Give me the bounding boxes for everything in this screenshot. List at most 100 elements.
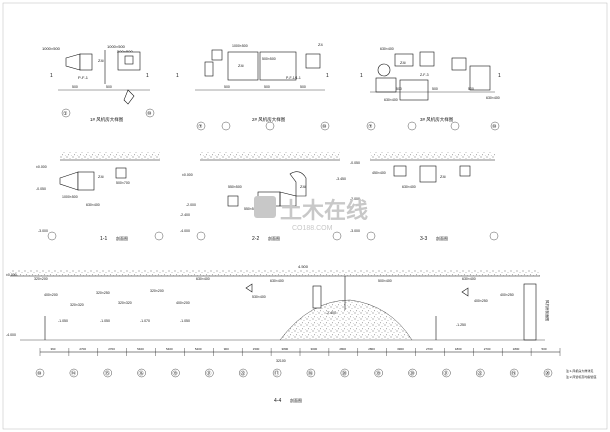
plan-3-label-1: 630×400 xyxy=(380,47,394,51)
long-level-4: -1.050 xyxy=(100,319,110,323)
long-level-5: -1.070 xyxy=(140,319,150,323)
axis-bubble xyxy=(306,368,316,378)
plan-3-dim-3: 500 xyxy=(468,87,474,91)
plan-1-axis-bubble-l: ① xyxy=(63,111,68,117)
note-2: 注:2.风管标高均指管底 xyxy=(566,374,596,379)
plan-2-dim-1: 500 xyxy=(224,85,230,89)
axis-bubble-label: ㉒ xyxy=(240,370,245,377)
axis-bubble-label: ⑩ xyxy=(37,371,42,377)
section-2-level-4: -4.000 xyxy=(180,229,190,233)
plan-3-dim-2: 500 xyxy=(432,87,438,91)
section-1-label-3: 500×700 xyxy=(116,181,130,185)
axis-bubble xyxy=(238,368,248,378)
plan-1-axis-bubble-r: ⑩ xyxy=(147,111,152,117)
plan-2: 1000×500 500×500 P-F-1/1-1 Z4i Z4 500 50… xyxy=(176,42,330,131)
section-1-label-1: 1000×500 xyxy=(62,195,78,199)
dimension-value: 2700 xyxy=(108,347,115,351)
plan-3-label-2: 630×400 xyxy=(384,98,398,102)
plan-1-fan-type: Z4i xyxy=(98,58,104,63)
axis-bubble-label: ⑲ xyxy=(511,370,516,377)
long-side-note: 风机房剖面图 xyxy=(545,300,550,321)
dimension-value: 2800 xyxy=(339,347,346,351)
plan-2-fan-code: P-F-1/1-1 xyxy=(286,76,301,80)
plan-3-fan-code: Z-F-3 xyxy=(420,73,429,77)
long-level-7: -2.400 xyxy=(326,311,336,315)
dimension-value: 1500 xyxy=(253,347,260,351)
plan-3-axis-l1: 1 xyxy=(360,73,363,79)
section-3-label-2: 630×400 xyxy=(402,185,416,189)
axis-bubble-label: ⑳ xyxy=(410,370,415,377)
axis-bubble xyxy=(171,368,180,378)
long-label-14: 400×250 xyxy=(500,293,514,297)
axis-bubble xyxy=(272,368,282,378)
plan-2-fan-type: Z4i xyxy=(238,63,244,68)
plan-3: 630×400 Z4i Z-F-3 630×400 630×400 500 50… xyxy=(360,47,501,131)
section-3-level-1: -0.050 xyxy=(350,161,360,165)
plan-2-label-2: 500×500 xyxy=(262,57,276,61)
section-2-level-3: -2.400 xyxy=(180,213,190,217)
dimension-value: 2700 xyxy=(484,347,491,351)
long-label-1: 320×200 xyxy=(34,277,48,281)
section-2-fan-type: Z4i xyxy=(300,184,306,189)
long-level-2: -4.000 xyxy=(6,333,16,337)
dimension-value: 500 xyxy=(542,347,547,351)
section-2-caption-note: 剖面图 xyxy=(268,235,280,241)
long-total-dim: 32100 xyxy=(276,359,286,363)
section-3-level-2: -2.000 xyxy=(350,197,360,201)
axis-bubble-label: ㉑ xyxy=(443,370,448,377)
section-3-caption-note: 剖面图 xyxy=(436,235,448,241)
axis-bubble-label: ㉒ xyxy=(477,370,482,377)
plan-2-label-1: 1000×500 xyxy=(232,44,248,48)
section-3-caption: 3-3 xyxy=(420,236,427,242)
plan-1-label-2: 1000×500 xyxy=(107,44,126,49)
axis-bubble xyxy=(340,368,349,378)
plan-2-axis-bubble-l: ⑦ xyxy=(198,124,203,130)
section-3-label-1: 450×400 xyxy=(372,171,386,175)
long-caption-note: 剖面图 xyxy=(290,397,302,403)
long-label-13: 630×400 xyxy=(462,277,476,281)
plan-3-axis-bubble-r: ⑩ xyxy=(492,124,497,130)
axis-bubble-label: ⑱ xyxy=(308,370,313,377)
section-2-level-2: -2.000 xyxy=(186,203,196,207)
plan-2-axis-l1: 1 xyxy=(176,73,179,79)
plan-1-caption: 1# 风机房大样图 xyxy=(90,116,124,123)
axis-bubble xyxy=(543,368,553,378)
plan-1-label-3: 500×500 xyxy=(117,49,133,54)
section-2-caption: 2-2 xyxy=(252,236,259,242)
axis-bubble xyxy=(509,368,519,378)
long-level-1: ±0.000 xyxy=(6,273,17,277)
section-4-top-label: 4.500 xyxy=(298,264,309,269)
section-2-label-1: 550×500 xyxy=(228,185,242,189)
long-caption: 4-4 xyxy=(274,398,281,404)
section-1-caption-note: 剖面图 xyxy=(116,235,128,241)
dimension-value: 2700 xyxy=(79,347,86,351)
axis-bubble-label: ⑲ xyxy=(376,370,381,377)
long-level-3: -1.050 xyxy=(58,319,68,323)
axis-bubble xyxy=(35,368,45,378)
section-1-fan-type: Z4i xyxy=(98,174,104,179)
plan-2-axis-r1: 1 xyxy=(326,73,329,79)
axis-bubble xyxy=(69,368,79,378)
axis-bubble-label: ⑭ xyxy=(71,370,76,377)
section-4-4: 4.500 ±0.000 -4.000 -1.050 -1.050 -1.070… xyxy=(6,264,561,404)
axis-bubble-label: ⑳ xyxy=(545,370,550,377)
section-1-level-3: -0.050 xyxy=(36,187,46,191)
section-2-level-1: ±0.000 xyxy=(182,173,193,177)
long-label-7: 400×200 xyxy=(176,301,190,305)
plan-3-axis-bubble-l: ⑦ xyxy=(368,124,373,130)
note-1: 注:1.风机房大样详见 xyxy=(566,368,593,373)
plan-2-axis-bubble-r: ⑩ xyxy=(322,124,327,130)
dimension-value: 3800 xyxy=(282,347,289,351)
section-1-caption: 1-1 xyxy=(100,236,107,242)
axis-bubble-label: ⑮ xyxy=(105,370,110,377)
dimension-value: 2800 xyxy=(368,347,375,351)
plan-2-caption: 2# 风机房大样图 xyxy=(252,116,286,123)
plan-2-dim-3: 500 xyxy=(300,85,306,89)
plan-1-dim-1: 500 xyxy=(72,85,78,89)
axis-bubble xyxy=(374,368,383,378)
long-label-5: 320×320 xyxy=(118,301,132,305)
watermark-sub: CO188.COM xyxy=(292,225,333,232)
long-label-2: 400×200 xyxy=(44,293,58,297)
